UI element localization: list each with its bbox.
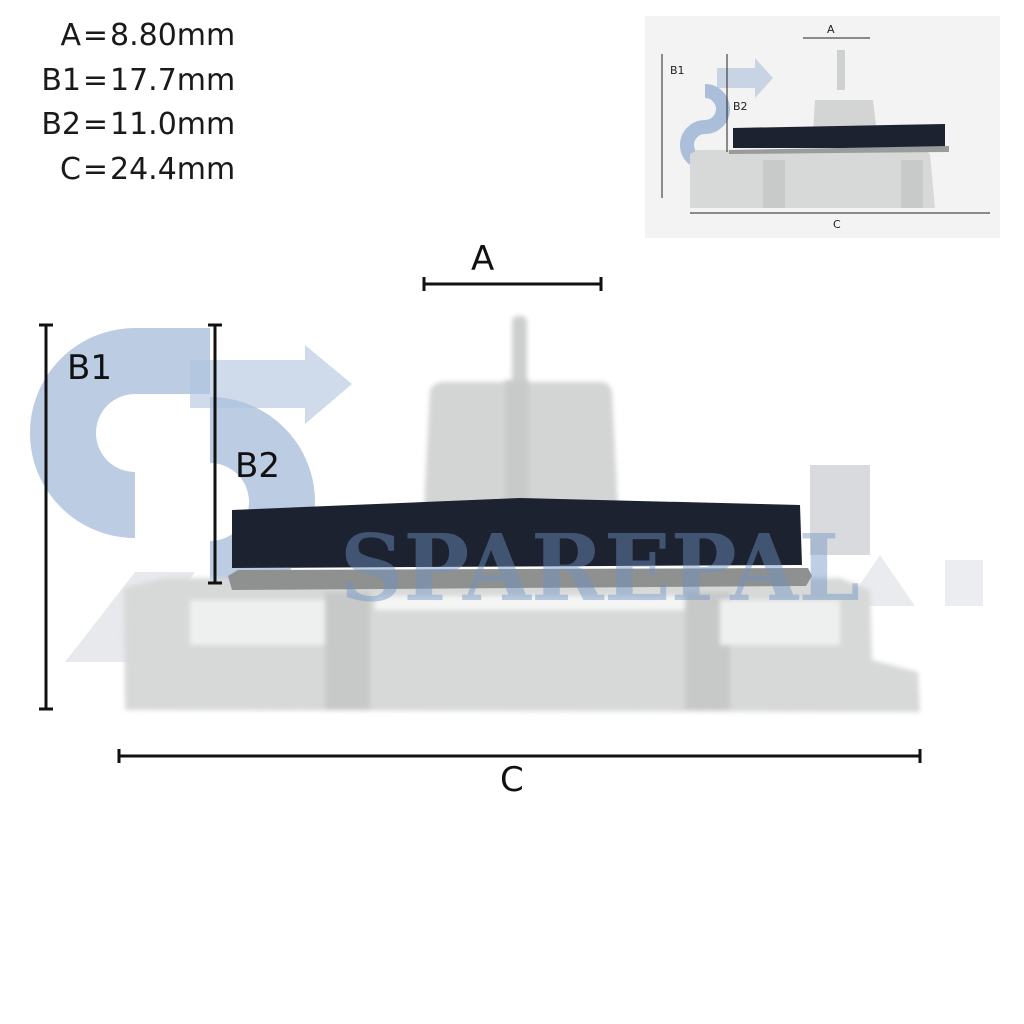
thumbnail-label-a: A [827, 23, 835, 36]
dimension-list: A=8.80mm B1=17.7mm B2=11.0mm C=24.4mm [18, 14, 235, 192]
dimension-line-b1 [39, 323, 53, 711]
equals-sign: = [82, 151, 109, 187]
thumbnail-panel: A B1 B2 C [645, 16, 1000, 238]
pad-base-plate [228, 568, 812, 590]
thumbnail-diagram: A B1 B2 C [661, 23, 990, 231]
dimension-a-label: A [60, 18, 81, 53]
equals-sign: = [82, 107, 109, 142]
thumbnail-dimension-lines [661, 37, 990, 214]
dimension-line-b2 [208, 323, 222, 585]
equals-sign: = [82, 18, 109, 53]
dimension-b2-row: B2=11.0mm [18, 103, 235, 148]
dimension-b2-label: B2 [41, 107, 81, 142]
dimension-c-value: 24.4mm [110, 151, 236, 187]
dimension-b1-row: B1=17.7mm [18, 59, 235, 104]
dimension-c-label: C [60, 151, 81, 187]
foam-pad [232, 498, 802, 568]
dimension-line-c [117, 749, 922, 763]
dimension-c-row: C=24.4mm [18, 148, 235, 193]
thumbnail-label-b1: B1 [670, 64, 685, 77]
equals-sign: = [82, 62, 109, 98]
base-slot-right [720, 600, 840, 645]
label-a: A [471, 239, 494, 279]
thumbnail-label-c: C [833, 218, 841, 231]
dimension-a-row: A=8.80mm [18, 14, 235, 59]
thumbnail-fastener [690, 50, 949, 208]
label-c: C [500, 760, 524, 800]
base-slot-left [190, 600, 325, 645]
label-b1: B1 [67, 348, 112, 388]
base-rib-left [325, 592, 370, 710]
base-slot-center [375, 596, 685, 610]
watermark-text: SPAREPAL [340, 514, 860, 622]
dimension-lines [39, 277, 922, 763]
label-b2: B2 [235, 446, 280, 486]
dimension-b1-label: B1 [41, 62, 81, 98]
head-rib [505, 380, 529, 508]
dimension-b1-value: 17.7mm [110, 62, 236, 98]
fastener-part [124, 316, 920, 712]
dimension-line-a [422, 277, 603, 291]
dimension-b2-value: 11.0mm [110, 107, 236, 142]
dimension-a-value: 8.80mm [110, 18, 236, 53]
thumbnail-label-b2: B2 [733, 100, 748, 113]
